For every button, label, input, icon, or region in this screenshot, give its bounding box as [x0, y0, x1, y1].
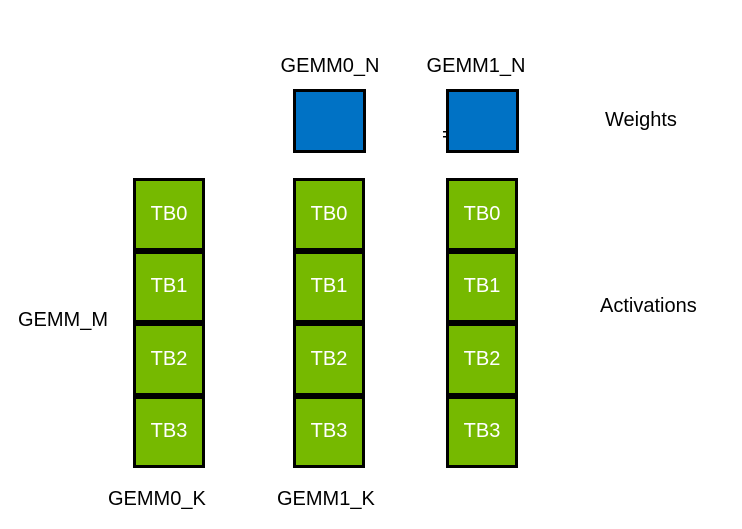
weights-label: Weights: [605, 109, 677, 131]
tb-block-tb2: TB2: [446, 323, 518, 396]
tb-block-tb3: TB3: [133, 395, 205, 468]
activations-label: Activations: [600, 295, 697, 317]
tb-block-tb2: TB2: [293, 323, 365, 396]
activation-column-1: TB0 TB1 TB2 TB3: [293, 178, 365, 468]
tb-block-tb1: TB1: [293, 250, 365, 323]
gemm-m-label: GEMM_M: [18, 309, 108, 331]
tb-block-tb2: TB2: [133, 323, 205, 396]
tb-block-tb1: TB1: [133, 250, 205, 323]
gemm1-k-label: GEMM1_K: [277, 488, 375, 510]
tb-block-tb1: TB1: [446, 250, 518, 323]
weight-tile-gemm0: [293, 89, 366, 153]
gemm1-n-label-line1: GEMM1_N: [426, 55, 526, 77]
activation-column-2: TB0 TB1 TB2 TB3: [446, 178, 518, 468]
tb-block-tb3: TB3: [293, 395, 365, 468]
tb-block-tb3: TB3: [446, 395, 518, 468]
activation-column-0: TB0 TB1 TB2 TB3: [133, 178, 205, 468]
gemm0-n-label-line1: GEMM0_N: [280, 55, 380, 77]
weight-tile-gemm1: [446, 89, 519, 153]
tb-block-tb0: TB0: [446, 178, 518, 251]
tb-block-tb0: TB0: [133, 178, 205, 251]
tb-block-tb0: TB0: [293, 178, 365, 251]
gemm0-k-label: GEMM0_K: [108, 488, 206, 510]
